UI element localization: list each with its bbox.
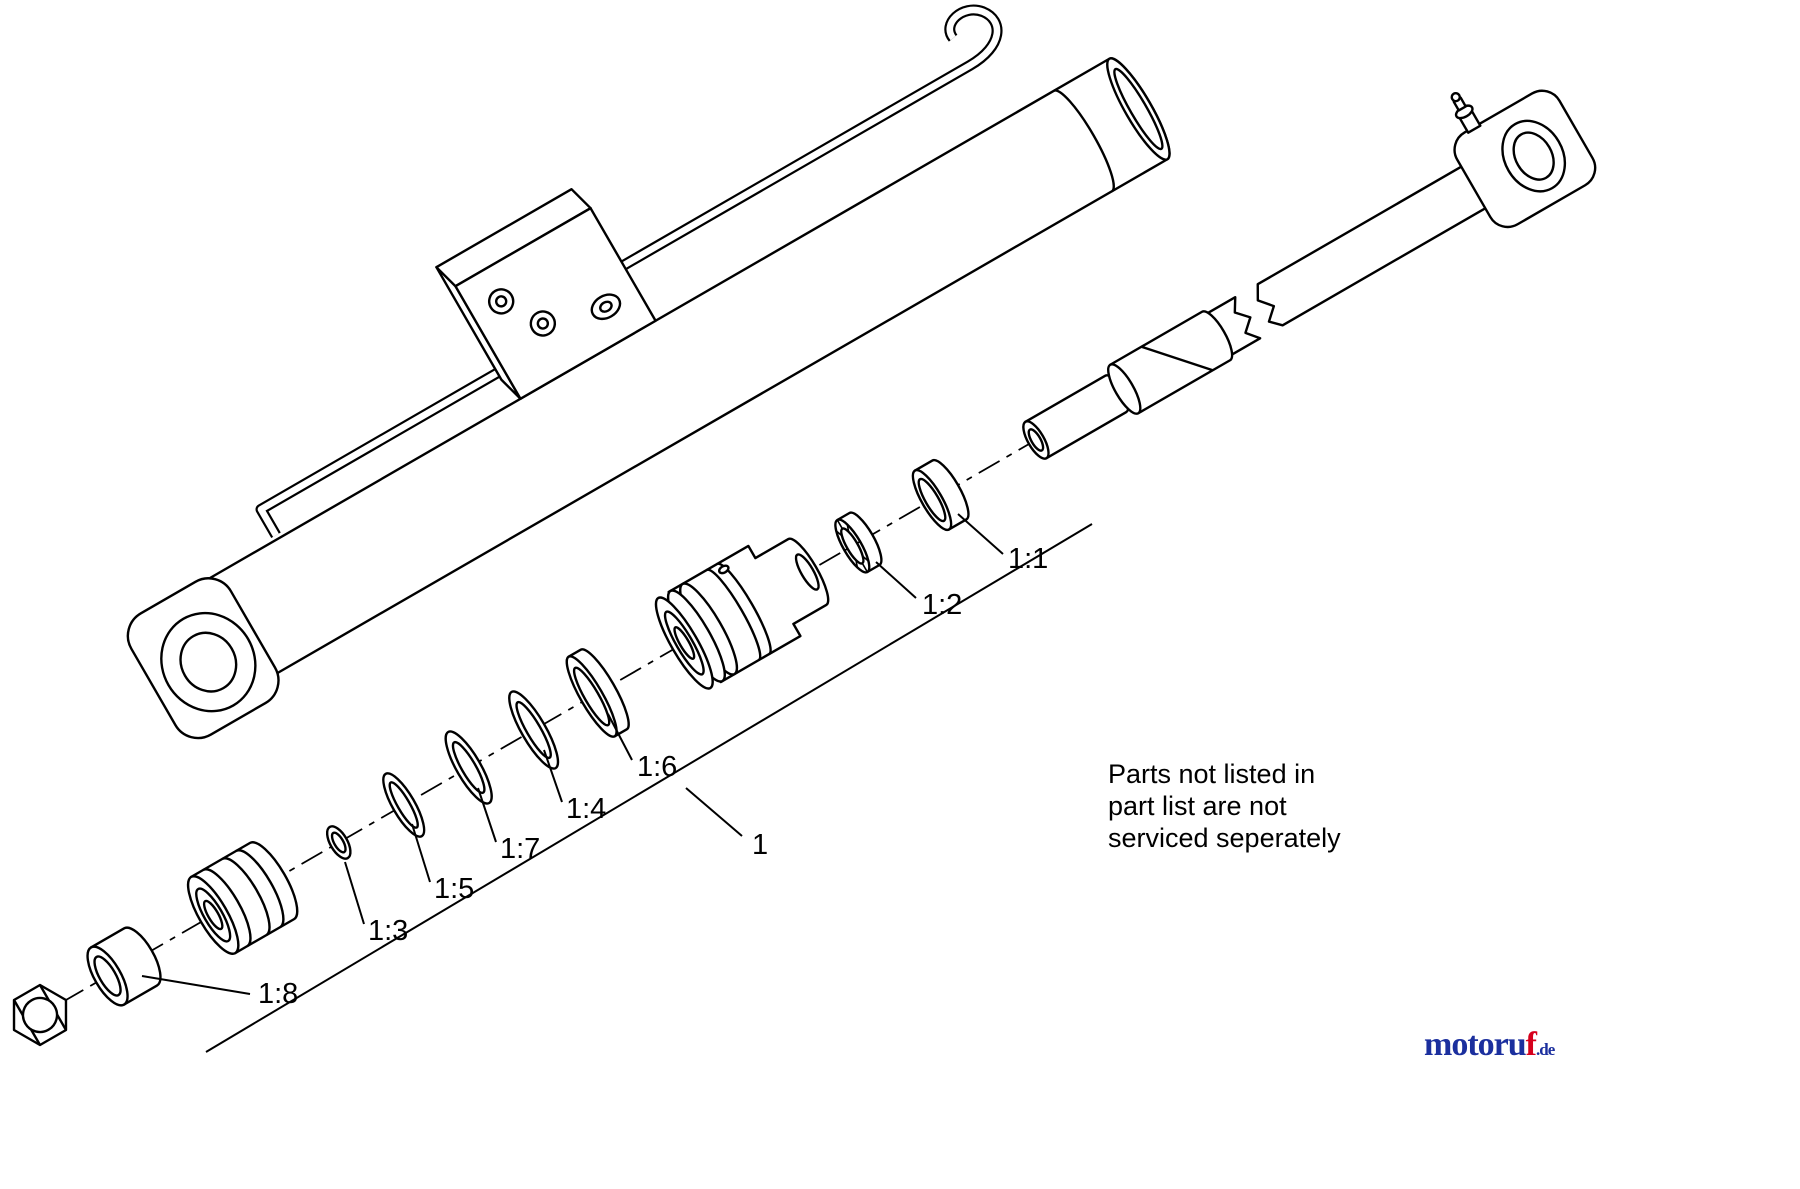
part-labels: 1:8 1:3 1:5 1:7 1:4 1:6 1 1:2 1:1 xyxy=(258,543,1048,1010)
backup-ring-1-7 xyxy=(444,730,493,805)
leader-1-1 xyxy=(957,513,1004,555)
barrel-open-end xyxy=(1106,57,1171,161)
logo-brand-text: motoru xyxy=(1424,1026,1527,1063)
barrel-clevis xyxy=(126,577,280,740)
piston-rod xyxy=(1022,89,1597,460)
hydraulic-tube-rear xyxy=(255,363,508,539)
grease-fitting xyxy=(1450,91,1482,134)
part-label-1-8: 1:8 xyxy=(258,978,298,1010)
wiper-ring-1-1 xyxy=(911,458,970,532)
rod-break-far xyxy=(1256,163,1491,327)
cylinder-barrel-assembly xyxy=(126,4,1171,740)
o-ring-1-5 xyxy=(382,772,426,838)
barrel-clevis-bore xyxy=(179,631,238,693)
valve-block-front-face xyxy=(454,206,657,400)
rod-break-near xyxy=(1202,296,1262,358)
part-label-1-7: 1:7 xyxy=(500,833,540,865)
leader-1-7 xyxy=(477,787,497,843)
rod-clevis-bore xyxy=(1512,131,1555,181)
logo-accent-letter: f xyxy=(1525,1026,1537,1063)
part-label-1-5: 1:5 xyxy=(434,873,474,905)
note-line-2: part list are not xyxy=(1108,791,1287,821)
note-line-3: serviced seperately xyxy=(1108,823,1341,853)
lock-ring-1-2 xyxy=(834,511,883,574)
valve-block xyxy=(435,187,657,400)
barrel-weld-ring xyxy=(1053,89,1115,193)
rod-clevis xyxy=(1450,89,1597,229)
gland-pin-hole xyxy=(717,564,730,575)
rod-nut xyxy=(12,983,68,1047)
o-ring-1-4 xyxy=(508,690,560,770)
hydraulic-tube-front xyxy=(617,4,1003,273)
leader-1-8 xyxy=(141,975,251,995)
leader-1-4 xyxy=(543,749,563,803)
seal-ring-1-6 xyxy=(565,648,630,738)
valve-port-upper-bore xyxy=(494,295,508,308)
service-note: Parts not listed in part list are not se… xyxy=(1108,759,1341,853)
note-line-1: Parts not listed in xyxy=(1108,759,1315,789)
valve-port-lower-bore xyxy=(536,317,550,330)
leader-1-5 xyxy=(411,823,431,883)
part-label-1-2: 1:2 xyxy=(922,589,962,621)
part-label-1-3: 1:3 xyxy=(368,915,408,947)
exploded-parts-axis xyxy=(12,89,1597,1047)
leader-lines xyxy=(141,513,1093,1053)
leader-1-6 xyxy=(607,713,633,761)
lock-ring-knurling xyxy=(835,519,869,573)
barrel-bore xyxy=(1113,67,1164,151)
part-label-1-6: 1:6 xyxy=(637,751,677,783)
valve-port-side-bore xyxy=(599,300,613,313)
cylinder-head-gland xyxy=(654,537,830,690)
leader-1-3 xyxy=(344,861,365,925)
motoruf-logo: motoruf.de xyxy=(1424,1026,1555,1064)
part-label-1-1: 1:1 xyxy=(1008,543,1048,575)
o-ring-1-3 xyxy=(325,825,352,860)
logo-domain-text: .de xyxy=(1535,1040,1555,1059)
rod-step-section xyxy=(1109,310,1234,415)
leader-1-2 xyxy=(875,561,917,599)
part-label-1-4: 1:4 xyxy=(566,793,606,825)
part-label-1: 1 xyxy=(752,829,768,861)
piston xyxy=(186,841,299,955)
leader-1 xyxy=(685,787,743,837)
retainer-collar-1-8 xyxy=(86,926,162,1007)
assembly-bracket-line xyxy=(205,523,1093,1053)
gland-bore xyxy=(794,553,820,591)
